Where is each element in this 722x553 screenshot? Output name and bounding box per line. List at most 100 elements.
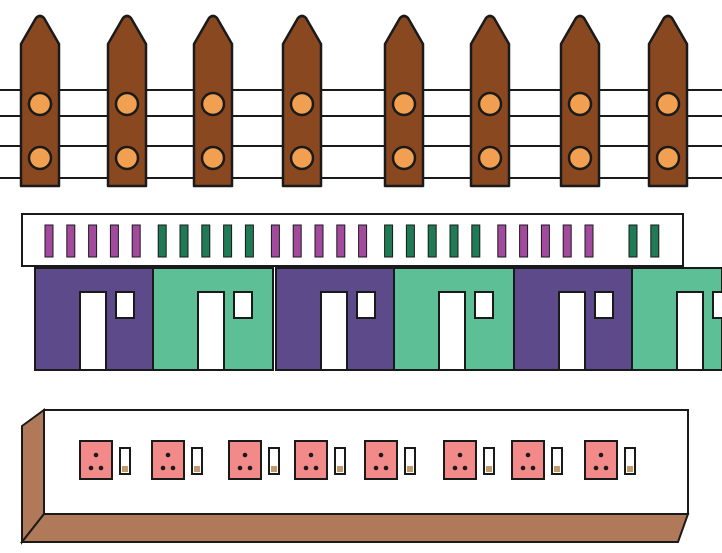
socket [228, 440, 262, 480]
fence-bolt [114, 91, 140, 117]
strip-bottom [19, 513, 690, 543]
power-strip [19, 408, 690, 545]
stripe-bar [66, 224, 76, 258]
stripe-bar [449, 224, 459, 258]
fence-bolt [200, 91, 226, 117]
stripe-bar [109, 224, 119, 258]
stripe-bar [384, 224, 394, 258]
stripe-bar [201, 224, 211, 258]
socket-pin [98, 465, 104, 471]
fence-bolt [200, 145, 226, 171]
switch-indicator [271, 466, 277, 472]
socket-pin [593, 465, 599, 471]
socket-switch [268, 447, 280, 475]
house-window [233, 291, 253, 319]
socket-pin [303, 465, 309, 471]
fence-bolt [655, 91, 681, 117]
house-window [356, 291, 376, 319]
striped-strip [21, 213, 684, 267]
socket-switch [191, 447, 203, 475]
stripe-frame [21, 213, 684, 267]
switch-indicator [554, 466, 560, 472]
fence-bolt [391, 145, 417, 171]
socket-pin [520, 465, 526, 471]
socket-pin [165, 452, 171, 458]
socket [364, 440, 398, 480]
house-door [197, 291, 225, 371]
fence-bolt [289, 145, 315, 171]
socket-switch [624, 447, 636, 475]
socket-pin [383, 465, 389, 471]
socket-pin [237, 465, 243, 471]
socket-pin [308, 452, 314, 458]
socket-pin [373, 465, 379, 471]
fence-bolt [477, 145, 503, 171]
socket-switch [119, 447, 131, 475]
stripe-bar [223, 224, 233, 258]
stripe-bar [244, 224, 254, 258]
socket [151, 440, 185, 480]
fence-bolt [27, 91, 53, 117]
switch-indicator [407, 466, 413, 472]
switch-indicator [194, 466, 200, 472]
switch-indicator [627, 466, 633, 472]
socket-pin [530, 465, 536, 471]
fence-bolt [567, 91, 593, 117]
socket-pin [313, 465, 319, 471]
switch-indicator [122, 466, 128, 472]
house-row [34, 267, 722, 371]
stripe-bar [44, 224, 54, 258]
fence-bolt [655, 145, 681, 171]
socket [511, 440, 545, 480]
stripe-bar [336, 224, 346, 258]
socket [79, 440, 113, 480]
stripe-bar [519, 224, 529, 258]
house-window [115, 291, 135, 319]
picket-fence [0, 14, 722, 188]
stripe-bar [157, 224, 167, 258]
socket-switch [404, 447, 416, 475]
stripe-bar [628, 224, 638, 258]
socket-pin [598, 452, 604, 458]
socket-pin [170, 465, 176, 471]
socket-pin [452, 465, 458, 471]
stripe-bar [358, 224, 368, 258]
stripe-bar [427, 224, 437, 258]
socket-switch [551, 447, 563, 475]
stripe-bar [584, 224, 594, 258]
socket-pin [242, 452, 248, 458]
fence-bolt [289, 91, 315, 117]
socket-pin [93, 452, 99, 458]
house-window [594, 291, 614, 319]
house-door [558, 291, 586, 371]
socket-pin [457, 452, 463, 458]
stripe-bar [88, 224, 98, 258]
house-window [474, 291, 494, 319]
fence-bolt [391, 91, 417, 117]
socket-switch [483, 447, 495, 475]
stripe-bar [292, 224, 302, 258]
socket-pin [603, 465, 609, 471]
stripe-bar [471, 224, 481, 258]
socket-pin [247, 465, 253, 471]
house-door [676, 291, 704, 371]
house-door [320, 291, 348, 371]
fence-bolt [27, 145, 53, 171]
house-door [79, 291, 107, 371]
fence-bolt [567, 145, 593, 171]
socket-pin [525, 452, 531, 458]
switch-indicator [337, 466, 343, 472]
stripe-bar [131, 224, 141, 258]
socket-pin [462, 465, 468, 471]
switch-indicator [486, 466, 492, 472]
house-window [712, 291, 722, 319]
stripe-bar [650, 224, 660, 258]
socket-pin [160, 465, 166, 471]
stripe-bar [540, 224, 550, 258]
socket [294, 440, 328, 480]
socket [584, 440, 618, 480]
stripe-bar [405, 224, 415, 258]
fence-bolt [114, 145, 140, 171]
fence-bolt [477, 91, 503, 117]
